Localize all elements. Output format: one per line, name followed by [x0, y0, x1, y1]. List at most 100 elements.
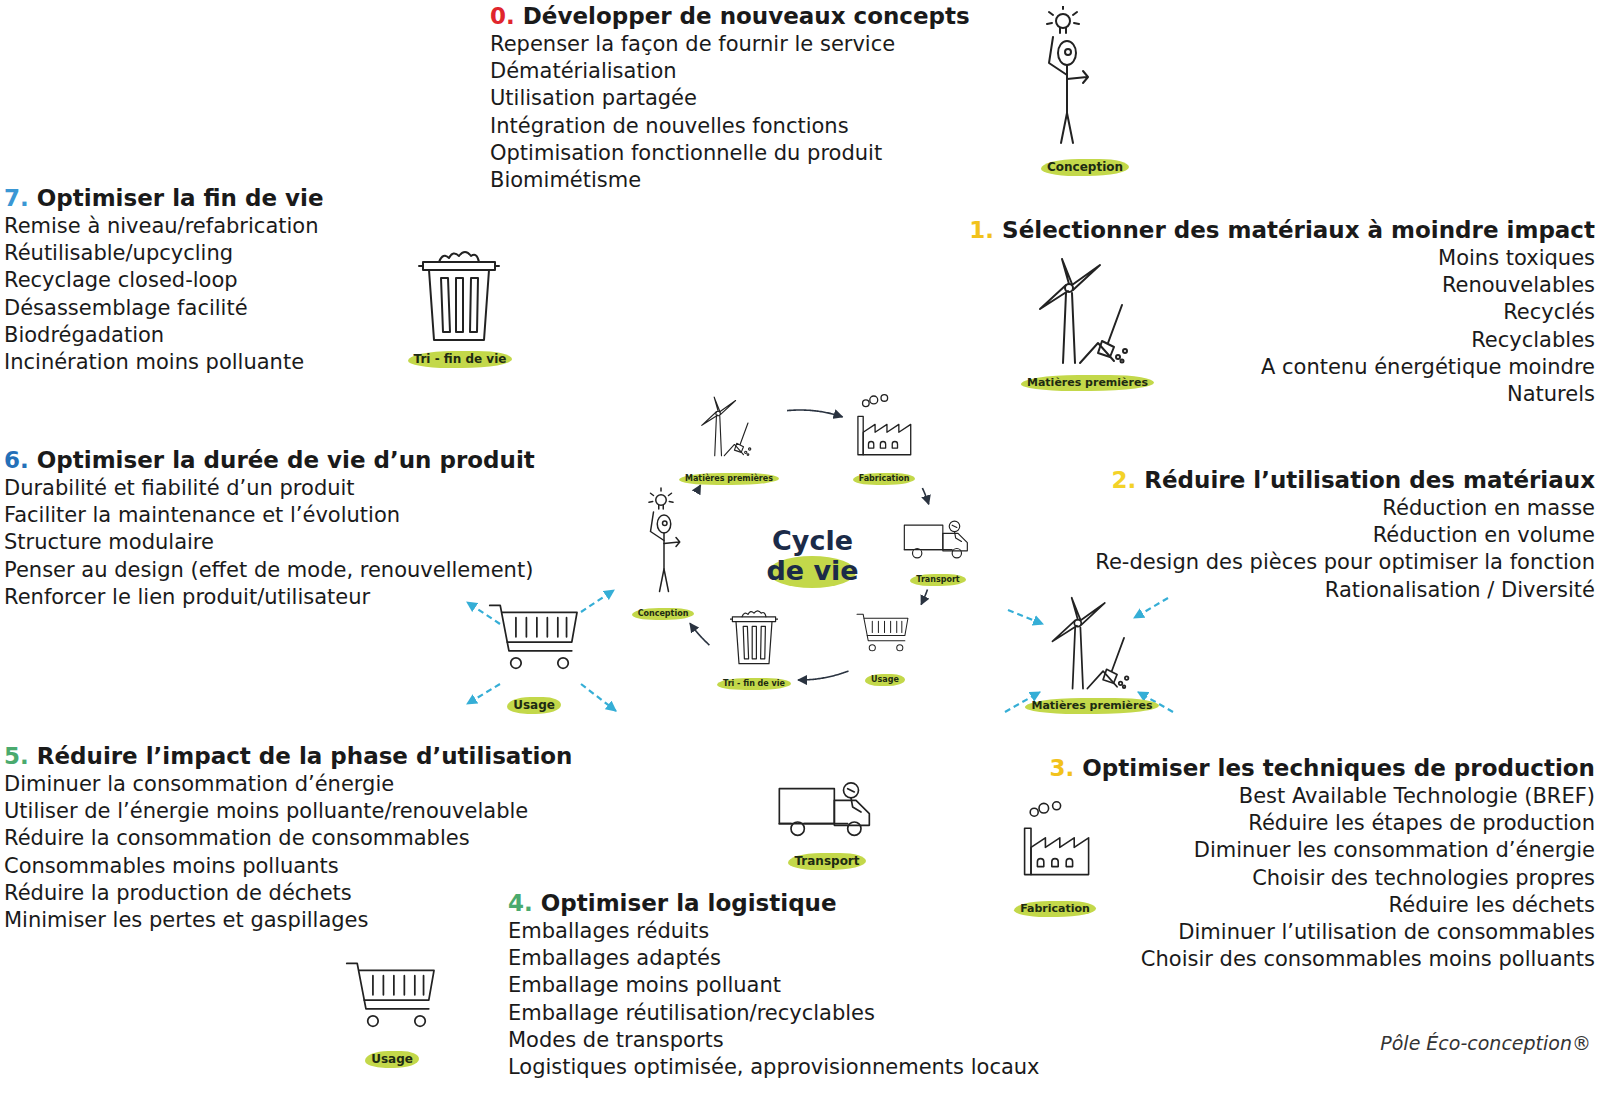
advice-item: Choisir des consommables moins polluants	[1049, 946, 1595, 973]
cycle-arrow	[798, 671, 848, 680]
advice-item: Emballages adaptés	[508, 945, 1040, 972]
cycle-arrow	[690, 623, 709, 645]
callout-number: 2.	[1112, 467, 1137, 493]
factory-icon	[1025, 802, 1089, 875]
stage-tag: Conception	[628, 482, 699, 620]
advice-heading-row: 2. Réduire l’utilisation des matériaux	[1095, 466, 1595, 495]
advice-heading: Optimiser la durée de vie d’un produit	[37, 447, 535, 473]
turbine-icon	[702, 397, 751, 456]
stage-label: Matières premières	[679, 473, 779, 485]
cycle-arrow	[921, 589, 927, 604]
advice-item: Recyclables	[969, 327, 1595, 354]
stage-label: Transport	[910, 574, 965, 586]
advice-block: 6. Optimiser la durée de vie d’un produit…	[4, 446, 535, 611]
advice-item: Utilisation partagée	[490, 85, 970, 112]
stage-tag: Fabrication	[846, 388, 922, 485]
cycle-arrow	[922, 488, 928, 504]
stage-label: Transport	[788, 853, 865, 870]
advice-heading: Réduire l’utilisation des matériaux	[1144, 467, 1595, 493]
advice-item: Naturels	[969, 381, 1595, 408]
callout-number: 5.	[4, 743, 29, 769]
callout-number: 7.	[4, 185, 29, 211]
stage-label: Fabrication	[853, 473, 916, 485]
advice-heading-row: 3.Optimiser les techniques de production	[1049, 754, 1595, 783]
bin-icon	[419, 252, 499, 340]
advice-item: Emballage moins polluant	[508, 972, 1040, 999]
advice-item: Emballages réduits	[508, 918, 1040, 945]
advice-item: Réduction en masse	[1095, 495, 1595, 522]
designer-figure	[649, 488, 680, 592]
advice-item: Recyclage closed-loop	[4, 267, 324, 294]
advice-heading: Sélectionner des matériaux à moindre imp…	[1002, 217, 1595, 243]
cart-icon	[347, 963, 434, 1026]
advice-item: Optimisation fonctionnelle du produit	[490, 140, 970, 167]
advice-item: Biodrégadation	[4, 322, 324, 349]
title-text: Cycle de vie	[757, 526, 868, 586]
reduce-arrows	[1005, 598, 1173, 712]
advice-block: 0.Développer de nouveaux conceptsRepense…	[490, 2, 970, 194]
stage-label: Usage	[507, 697, 561, 714]
dashed-arrow	[581, 684, 616, 711]
advice-item: Incinération moins polluante	[4, 349, 324, 376]
advice-heading: Développer de nouveaux concepts	[523, 3, 970, 29]
advice-item: Réduire la production de déchets	[4, 880, 572, 907]
cart-icon	[490, 605, 577, 668]
advice-item: Consommables moins polluants	[4, 853, 572, 880]
advice-item: Emballage réutilisation/recyclables	[508, 1000, 1040, 1027]
dashed-arrow	[467, 602, 500, 624]
callout-number: 1.	[969, 217, 994, 243]
designer-figure	[1047, 5, 1088, 143]
advice-item: Durabilité et fiabilité d’un produit	[4, 475, 535, 502]
advice-item: Remise à niveau/refabrication	[4, 213, 324, 240]
advice-item: Best Available Technologie (BREF)	[1049, 783, 1595, 810]
cycle-arrow	[787, 410, 842, 417]
advice-block: 7. Optimiser la fin de vieRemise à niveau…	[4, 184, 324, 376]
advice-item: Diminuer la consommation d’énergie	[4, 771, 572, 798]
advice-heading-row: 0. Développer de nouveaux concepts	[490, 2, 970, 31]
advice-block: 3.Optimiser les techniques de production…	[1049, 754, 1595, 973]
callout-number: 4.	[508, 890, 533, 916]
advice-item: Utiliser de l’énergie moins polluante/re…	[4, 798, 572, 825]
advice-item: Re-design des pièces pour optimiser la f…	[1095, 549, 1595, 576]
advice-item: Intégration de nouvelles fonctions	[490, 113, 970, 140]
cycle-arrow	[699, 485, 701, 489]
advice-item: Modes de transports	[508, 1027, 1040, 1054]
stage-tag: Usage	[478, 590, 590, 714]
dashed-arrow	[581, 590, 614, 612]
advice-item: Rationalisation / Diversité	[1095, 577, 1595, 604]
truck-icon	[904, 521, 967, 558]
advice-item: Dématérialisation	[490, 58, 970, 85]
turbine-icon	[1052, 598, 1128, 689]
advice-heading-row: 1. Sélectionner des matériaux à moindre i…	[969, 216, 1595, 245]
dashed-arrow	[1134, 598, 1168, 618]
advice-block: 2.Réduire l’utilisation des matériauxRéd…	[1095, 466, 1595, 604]
advice-item: Réutilisable/upcycling	[4, 240, 324, 267]
expand-arrows	[467, 590, 616, 711]
advice-item: Structure modulaire	[4, 529, 535, 556]
advice-item: Choisir des technologies propres	[1049, 865, 1595, 892]
callout-number: 3.	[1049, 755, 1074, 781]
callout-number: 6.	[4, 447, 29, 473]
advice-item: Renforcer le lien produit/utilisateur	[4, 584, 535, 611]
stage-label: Matières premières	[1021, 375, 1154, 391]
advice-item: Recyclés	[969, 299, 1595, 326]
bin-icon	[730, 611, 778, 664]
stage-tag: Fabrication	[1002, 795, 1108, 917]
advice-item: Moins toxiques	[969, 245, 1595, 272]
callout-number: 0.	[490, 3, 515, 29]
stage-label: Conception	[632, 608, 695, 620]
cycle-title: Cycle de vie	[753, 508, 872, 604]
factory-icon	[858, 395, 911, 455]
advice-item: Faciliter la maintenance et l’évolution	[4, 502, 535, 529]
advice-heading: Optimiser la logistique	[541, 890, 837, 916]
stage-tag: Matières premières	[1017, 255, 1159, 391]
advice-heading: Réduire l’impact de la phase d’utilisati…	[37, 743, 573, 769]
advice-item: Logistiques optimisée, approvisionnement…	[508, 1054, 1040, 1081]
advice-heading: Optimiser la fin de vie	[37, 185, 324, 211]
advice-item: Réduction en volume	[1095, 522, 1595, 549]
advice-block: 4. Optimiser la logistiqueEmballages rédu…	[508, 889, 1040, 1081]
advice-block: 1. Sélectionner des matériaux à moindre i…	[969, 216, 1595, 408]
advice-item: Réduire les étapes de production	[1049, 810, 1595, 837]
advice-heading-row: 6. Optimiser la durée de vie d’un produit	[4, 446, 535, 475]
